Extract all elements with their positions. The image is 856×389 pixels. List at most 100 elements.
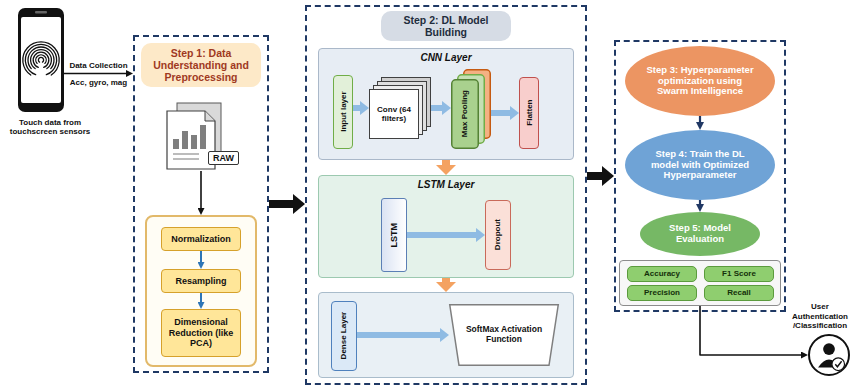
connector-arrow	[353, 105, 360, 111]
layer-label: Dropout	[493, 219, 502, 250]
metric-label: Accuracy	[644, 269, 680, 278]
shape-part	[452, 80, 479, 149]
flatten-layer: Flatten	[519, 77, 539, 149]
process-box: Normalization	[161, 227, 241, 251]
shape-part	[809, 335, 849, 375]
raw-document: RAW	[161, 103, 241, 171]
activation-trapezoid: SoftMax Activation Function	[449, 304, 559, 366]
connector-arrow	[200, 171, 202, 208]
connector-group	[64, 74, 801, 356]
connector-arrow	[64, 73, 126, 75]
connector-arrow	[269, 200, 293, 208]
metric-pill: Precision	[627, 285, 697, 301]
process-label: Dimensional Reduction (like PCA)	[165, 317, 237, 348]
caption-text: User Authentication /Classification	[788, 302, 852, 330]
dropout-layer: Dropout	[485, 200, 511, 270]
step-label: Step 4: Train the DL model with Optimize…	[643, 149, 757, 182]
shape-part	[832, 358, 845, 371]
panel-title: CNN Layer	[319, 52, 573, 64]
shape-part	[835, 361, 841, 366]
input-layer: Input layer	[333, 75, 353, 149]
connector-arrow	[699, 116, 701, 122]
shape-part	[21, 17, 61, 103]
dense-layer: Dense Layer	[331, 301, 357, 371]
preprocessing-box: NormalizationResamplingDimensional Reduc…	[145, 215, 257, 367]
shape-part	[173, 158, 199, 160]
step-ellipse: Step 4: Train the DL model with Optimize…	[625, 130, 775, 200]
connector-arrow	[431, 105, 442, 111]
connector-arrow	[407, 232, 476, 238]
shape-part	[25, 44, 56, 74]
step-heading: Step 1: Data Understanding and Preproces…	[141, 43, 261, 87]
layer-panel: LSTM LayerLSTM Dropout	[318, 175, 574, 278]
edge-label: Data Collection	[69, 61, 127, 70]
connector-arrow	[587, 172, 602, 180]
layer-panel: Dense Layer SoftMax Activation Function	[318, 292, 574, 378]
step-ellipse: Step 5: Model Evaluation	[640, 212, 760, 256]
process-box: Resampling	[161, 269, 241, 293]
metric-label: Recall	[727, 288, 751, 297]
pooling-layer: Max Pooling	[451, 69, 491, 149]
shape-part	[38, 57, 43, 62]
shape-part	[370, 90, 419, 139]
step-frame: Step 3: Hyperparameter optimization usin…	[614, 40, 786, 312]
shape-part	[23, 42, 59, 75]
metric-pill: F1 Score	[704, 266, 774, 282]
shape-part	[28, 47, 54, 69]
process-box: Dimensional Reduction (like PCA)	[161, 309, 241, 357]
phone-icon-shape	[18, 8, 64, 112]
metrics-box: Accuracy F1 ScorePrecision Recall	[619, 260, 781, 306]
user-icon-shape	[808, 334, 850, 376]
layer-panel: CNN LayerInput layer Conv (64 filters) Max…	[318, 48, 574, 160]
layer-label: Max Pooling	[460, 90, 469, 137]
shape-part	[173, 153, 199, 155]
step-ellipse: Step 3: Hyperparameter optimization usin…	[625, 46, 775, 116]
metric-pill: Recall	[704, 285, 774, 301]
shape-part	[450, 305, 559, 366]
signal-label: Acc, gyro, mag	[70, 78, 127, 87]
connector-arrow	[442, 278, 450, 282]
connector-arrow	[491, 110, 510, 116]
shape-part	[205, 111, 215, 121]
phone-icon: Touch data from touchscreen sensors	[18, 8, 64, 112]
shape-part	[182, 131, 188, 149]
shape-part	[173, 139, 179, 149]
user-icon: User Authentication /Classification	[808, 334, 850, 376]
caption-text: Touch data from touchscreen sensors	[3, 118, 97, 136]
connector-arrow	[699, 200, 701, 204]
conv-layer: Conv (64 filters)	[369, 77, 431, 139]
shape-part	[33, 52, 49, 67]
layer-label: Input layer	[338, 92, 347, 132]
step-label: Step 5: Model Evaluation	[654, 223, 746, 245]
metric-label: F1 Score	[722, 269, 756, 278]
layer-label: Dense Layer	[339, 312, 348, 360]
layer-label: LSTM	[389, 223, 399, 248]
layer-label: Conv (64 filters)	[369, 105, 419, 123]
pooling-layer-shape	[451, 69, 491, 149]
layer-label: SoftMax Activation Function	[465, 325, 543, 345]
shape-part	[31, 50, 52, 69]
metric-label: Precision	[644, 288, 680, 297]
connector-arrow	[700, 306, 801, 355]
process-label: Resampling	[175, 276, 226, 286]
connector-arrow	[442, 160, 450, 165]
layer-label: Flatten	[524, 100, 533, 126]
step-label: Step 3: Hyperparameter optimization usin…	[643, 65, 757, 98]
connector-arrow	[200, 293, 202, 302]
step-heading: Step 2: DL Model Building	[381, 11, 511, 41]
shape-part	[200, 125, 206, 149]
metric-pill: Accuracy	[627, 266, 697, 282]
shape-part	[191, 135, 197, 149]
shape-part	[823, 343, 835, 355]
shape-part	[35, 11, 47, 14]
step-frame: Step 1: Data Understanding and Preproces…	[133, 35, 269, 373]
step-frame: Step 2: DL Model BuildingCNN LayerInput …	[305, 5, 587, 385]
shape-part	[18, 8, 64, 112]
raw-tag: RAW	[208, 151, 239, 165]
panel-title: LSTM Layer	[319, 179, 573, 191]
connector-arrow	[200, 251, 202, 262]
lstm-layer: LSTM	[381, 198, 407, 272]
shape-part	[36, 55, 46, 64]
connector-arrow	[357, 332, 440, 338]
